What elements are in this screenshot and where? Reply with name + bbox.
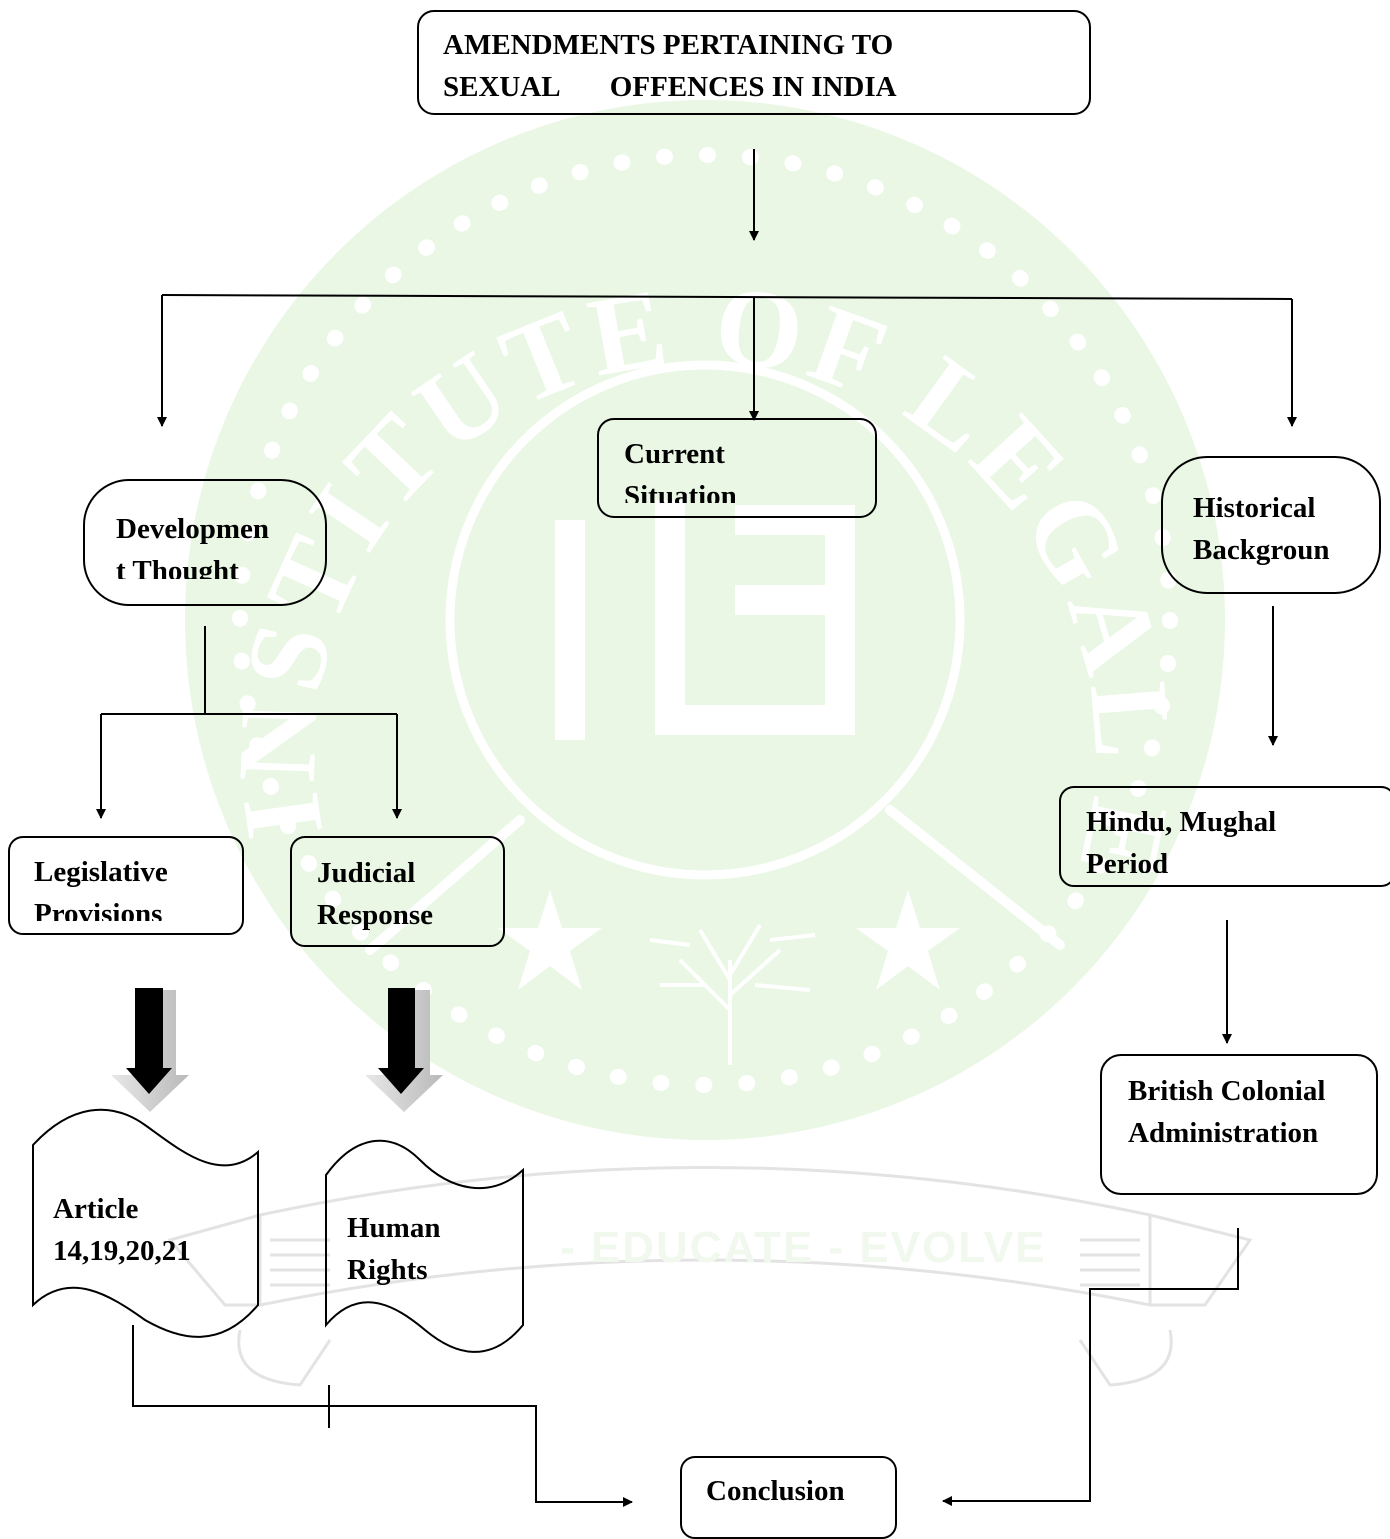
- block-arrow-legislative: [111, 988, 189, 1112]
- historical-line-1: Historical: [1193, 492, 1316, 524]
- title-line-2: SEXUAL OFFENCES IN INDIA: [443, 71, 897, 103]
- judicial-line-1: Judicial: [317, 857, 416, 889]
- british-line-1: British Colonial: [1128, 1075, 1326, 1107]
- hindu-line-1: Hindu, Mughal: [1086, 806, 1277, 838]
- legislative-line-2: Provisions: [34, 898, 163, 921]
- judicial-response-label: Judicial Response: [317, 852, 502, 942]
- conclusion-text: Conclusion: [706, 1475, 845, 1507]
- legislative-provisions-box: [8, 836, 244, 935]
- judicial-line-2: Response: [317, 899, 434, 931]
- development-line-1: Developmen: [116, 513, 270, 545]
- article-line-2: 14,19,20,21: [53, 1235, 191, 1267]
- article-label: Article 14,19,20,21: [53, 1188, 253, 1278]
- left-to-conclusion-arrow: [132, 1325, 633, 1507]
- british-colonial-label: British Colonial Administration: [1128, 1070, 1373, 1160]
- current-line-2: Situation: [624, 480, 737, 503]
- seal-dotted-ring: [232, 147, 1178, 1093]
- current-situation-box: [597, 418, 877, 518]
- article-document-shape: [32, 1108, 259, 1338]
- current-line-1: Current: [624, 438, 725, 470]
- title-line-1: AMENDMENTS PERTAINING TO: [443, 29, 894, 61]
- legislative-provisions-label: Legislative Provisions: [34, 851, 239, 921]
- watermark-motto: - EDUCATE - EVOLVE: [560, 1223, 1047, 1272]
- judicial-response-box: [290, 836, 505, 947]
- development-thought-box: [83, 479, 327, 606]
- legislative-line-1: Legislative: [34, 856, 168, 888]
- hindu-line-2: Period: [1086, 848, 1169, 873]
- motto-banner: [167, 1166, 1253, 1387]
- british-line-2: Administration: [1128, 1117, 1319, 1149]
- title-box: [417, 10, 1091, 115]
- hindu-mughal-period-box: [1059, 786, 1390, 887]
- historical-line-2: Backgroun: [1193, 534, 1330, 565]
- right-to-conclusion-arrow: [942, 1228, 1239, 1506]
- block-arrow-judicial: [365, 988, 443, 1112]
- top-horizontal-connector: [161, 294, 1293, 300]
- title-label: AMENDMENTS PERTAINING TO SEXUAL OFFENCES…: [443, 24, 1083, 110]
- british-colonial-box: [1100, 1054, 1378, 1195]
- conclusion-label: Conclusion: [706, 1470, 891, 1515]
- hindu-mughal-label: Hindu, Mughal Period: [1086, 801, 1376, 873]
- historical-background-label: Historical Backgroun: [1193, 487, 1373, 565]
- current-situation-label: Current Situation: [624, 433, 869, 503]
- human-rights-label: Human Rights: [347, 1207, 517, 1297]
- crossed-staffs: [365, 805, 1065, 955]
- historical-background-box: [1161, 456, 1381, 594]
- human-rights-document-shape: [325, 1139, 524, 1353]
- tree-icon: [649, 923, 816, 1065]
- seal-stars: [498, 890, 960, 990]
- development-line-2: t Thought: [116, 555, 239, 579]
- article-line-1: Article: [53, 1193, 139, 1225]
- seal-inner-ring: [445, 360, 965, 880]
- human-line-2: Rights: [347, 1254, 428, 1286]
- human-line-1: Human: [347, 1212, 441, 1244]
- conclusion-box: [680, 1456, 897, 1539]
- development-thought-label: Developmen t Thought: [116, 508, 321, 579]
- ile-monogram: [555, 500, 855, 740]
